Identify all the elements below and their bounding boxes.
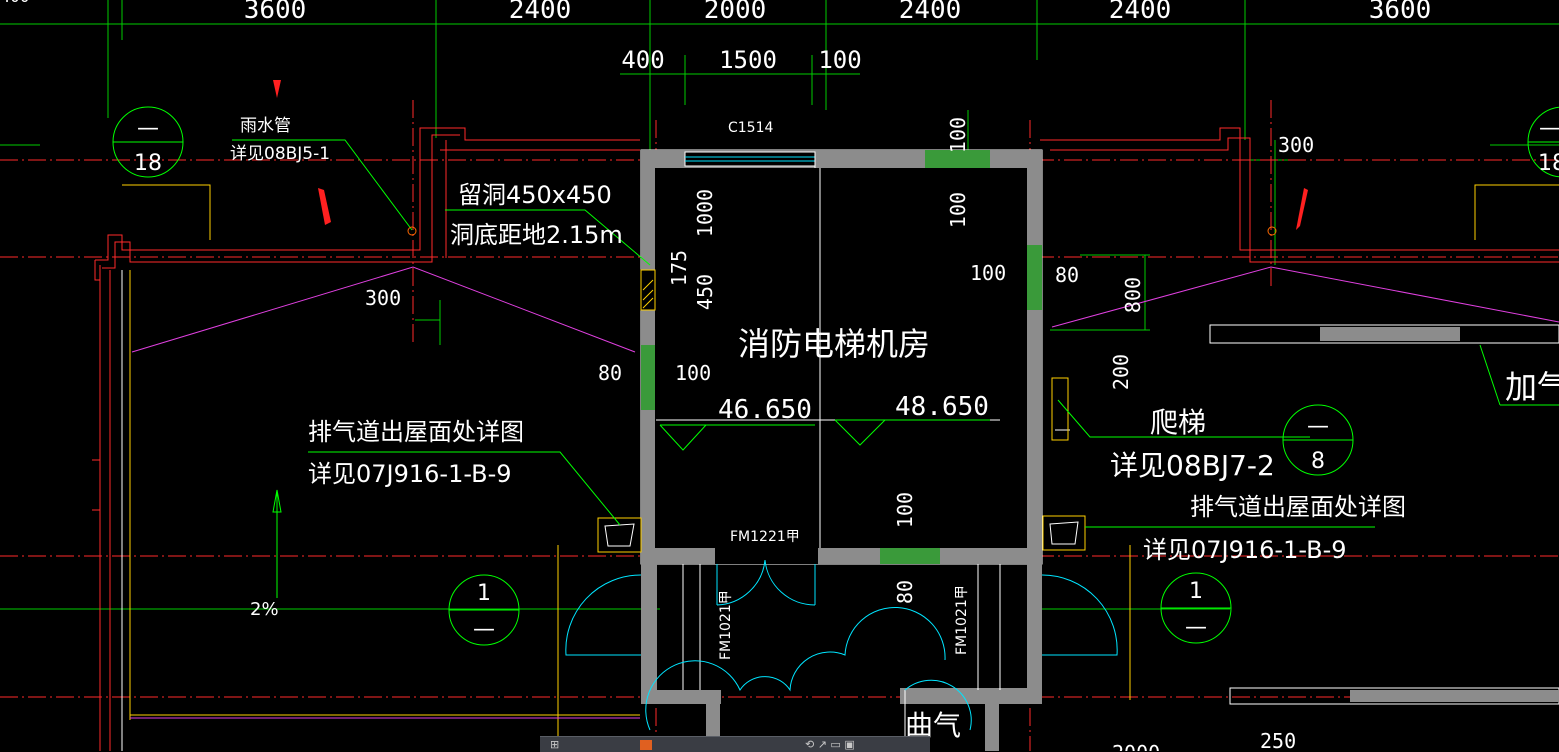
dim-top-2: 2400 [509,0,572,25]
dim-top-6: 3600 [1369,0,1432,25]
opening-note-1: 留洞450x450 [458,181,612,209]
left-building-outline [92,127,640,751]
dim-sub-2: 1500 [719,46,777,74]
dim-100-c: 100 [946,192,970,228]
elevation-2: 48.650 [895,392,989,422]
layer-color-swatch[interactable] [640,740,652,750]
bubble-5-bottom: 18 [1538,151,1559,176]
ladder-ref: 详见08BJ7-2 [1110,449,1275,482]
annotation-texts: C1514 雨水管 详见08BJ5-1 留洞450x450 洞底距地2.15m … [230,116,1559,742]
dim-1000: 1000 [693,189,717,237]
roof-slope-lines [131,266,1559,353]
dim-2000: 2000 [1112,741,1160,751]
vent-shafts [597,515,1086,553]
leader-lines [232,139,1559,598]
rainpipe-ref: 详见08BJ5-1 [230,144,330,164]
dim-top-5: 2400 [1109,0,1172,25]
elevation-markers [659,419,990,451]
right-cut-text: 加气 [1505,368,1559,406]
opening-note-2: 洞底距地2.15m [450,221,623,249]
detail-bubbles [112,106,1559,646]
dim-corner: 400 [1,0,30,6]
door-swings [565,559,1118,731]
bubble-5-top: — [1539,116,1559,141]
dim-450: 450 [693,274,717,310]
toolbar-icon[interactable]: ⊞ [550,738,560,751]
dim-80-c: 80 [893,580,917,604]
bubble-2-bottom: 8 [1311,449,1325,474]
dim-100-top: 100 [946,117,970,153]
elevation-1: 46.650 [718,395,812,425]
elevator-room-walls [640,149,1043,565]
dim-top-3: 2000 [704,0,767,25]
door-right-label: FM1021甲 [954,585,970,655]
dim-800: 800 [1121,277,1145,313]
dim-top-4: 2400 [899,0,962,25]
bottom-toolbar[interactable]: ⊞ ⟲ ↗ ▭ ▣ [540,736,930,752]
ladder-title: 爬梯 [1150,406,1206,439]
corridor-lines [682,564,1001,751]
right-building-outline [1040,127,1559,705]
sub-dimension-texts: 400 1500 100 [621,46,861,74]
rain-pipe-markers [407,226,1277,236]
dim-100-b: 100 [675,361,711,385]
dim-80-b: 80 [1055,263,1079,287]
misc-dimension-texts: 300 300 100 100 80 80 250 2000 [365,133,1314,751]
door-main-label: FM1221甲 [730,529,800,545]
dim-100-a: 100 [970,261,1006,285]
window-label: C1514 [728,120,773,136]
bubble-1-top: — [137,116,159,141]
bubble-3-bottom: — [473,617,495,642]
vertical-dimension-texts: 100 100 1000 175 450 800 200 100 80 [667,117,1145,604]
dim-sub-3: 100 [818,46,861,74]
room-name: 消防电梯机房 [738,325,930,363]
vent-left-title: 排气道出屋面处详图 [308,418,524,446]
bubble-4-top: 1 [1189,579,1203,604]
bubble-2-top: — [1307,414,1329,439]
rainpipe-title: 雨水管 [240,116,291,136]
bubble-texts: — 18 — 8 1 — 1 — — 18 [134,116,1559,642]
dim-sub-1: 400 [621,46,664,74]
dim-200: 200 [1109,354,1133,390]
dim-100-d: 100 [893,492,917,528]
corridor-walls [641,564,1042,751]
slope-label: 2% [250,599,279,620]
red-arrows [273,80,1308,230]
bubble-4-bottom: — [1185,615,1207,640]
bubble-1-bottom: 18 [134,151,162,176]
bubble-3-top: 1 [477,581,491,606]
dim-175: 175 [667,250,691,286]
vent-right-ref: 详见07J916-1-B-9 [1143,536,1347,564]
dim-80-a: 80 [598,361,622,385]
vent-right-title: 排气道出屋面处详图 [1190,493,1406,521]
toolbar-tools[interactable]: ⟲ ↗ ▭ ▣ [805,738,855,751]
dim-300-left: 300 [365,286,401,310]
door-left-label: FM1021甲 [718,590,734,660]
dim-250: 250 [1260,729,1296,751]
dim-300-right: 300 [1278,133,1314,157]
vent-left-ref: 详见07J916-1-B-9 [308,460,512,488]
top-dimension-texts: 3600 2400 2000 2400 2400 3600 400 [1,0,1432,25]
dim-top-1: 3600 [244,0,307,25]
